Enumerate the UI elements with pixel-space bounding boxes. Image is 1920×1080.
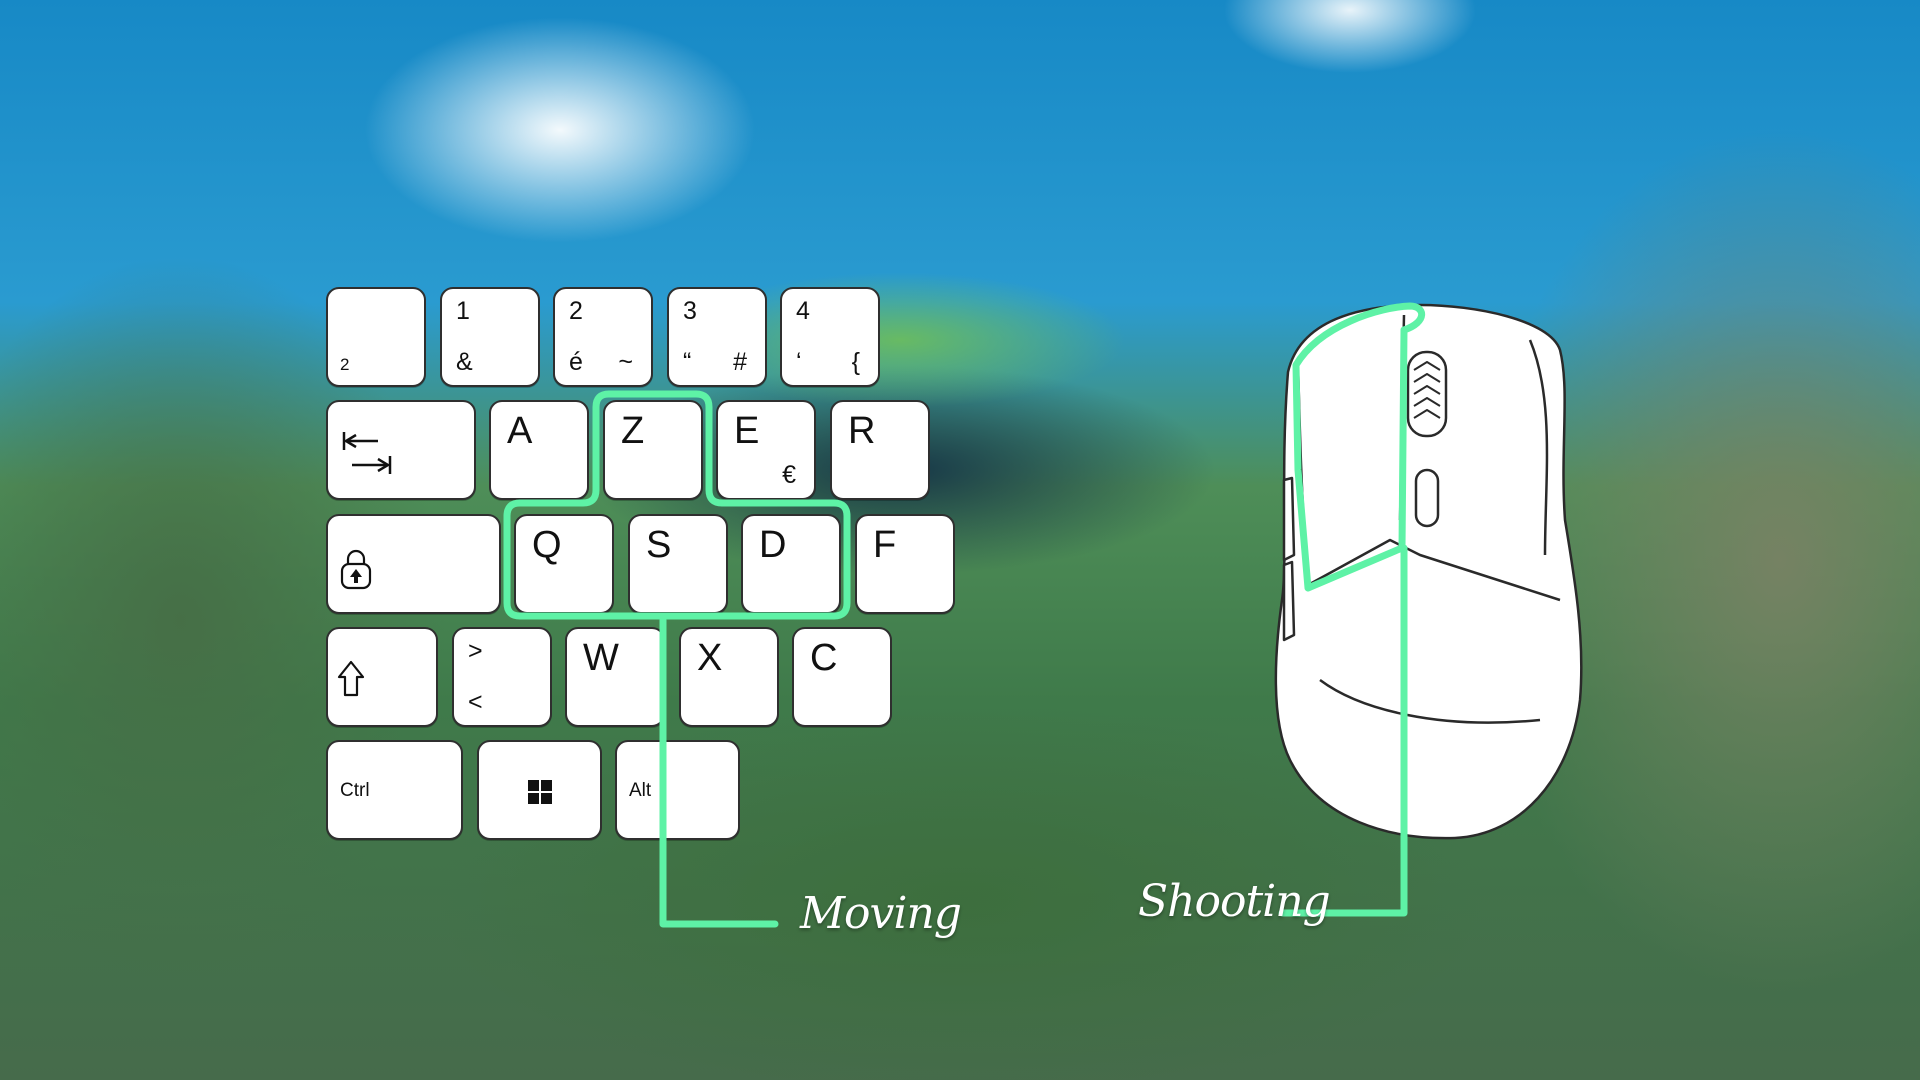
key-f-label: F bbox=[873, 524, 897, 566]
key-4-top: 4 bbox=[796, 297, 810, 325]
moving-label: Moving bbox=[800, 888, 962, 939]
key-2-bottom-left: é bbox=[569, 348, 583, 376]
key-r: R bbox=[830, 400, 930, 500]
key-shift bbox=[326, 627, 438, 727]
key-d: D bbox=[741, 514, 841, 614]
key-squared: 2 bbox=[326, 287, 426, 387]
key-z: Z bbox=[603, 400, 703, 500]
key-ctrl-label: Ctrl bbox=[340, 780, 370, 801]
key-3-bottom-left: “ bbox=[683, 348, 692, 376]
key-z-label: Z bbox=[621, 410, 645, 452]
key-s-label: S bbox=[646, 524, 672, 566]
key-2-bottom-right: ~ bbox=[618, 348, 633, 376]
key-e: E € bbox=[716, 400, 816, 500]
key-1-top: 1 bbox=[456, 297, 470, 325]
key-c: C bbox=[792, 627, 892, 727]
key-tab bbox=[326, 400, 476, 500]
key-4-bottom-left: ‘ bbox=[796, 348, 802, 376]
key-4-bottom-right: { bbox=[851, 348, 860, 376]
key-w: W bbox=[565, 627, 665, 727]
shift-icon bbox=[337, 660, 365, 697]
key-q-label: Q bbox=[532, 524, 562, 566]
key-ctrl: Ctrl bbox=[326, 740, 463, 840]
key-s: S bbox=[628, 514, 728, 614]
key-a: A bbox=[489, 400, 589, 500]
key-r-label: R bbox=[848, 410, 876, 452]
tab-icon bbox=[342, 432, 392, 474]
key-w-label: W bbox=[583, 637, 619, 679]
shooting-label: Shooting bbox=[1138, 876, 1331, 927]
key-2-top: 2 bbox=[569, 297, 583, 325]
key-1-bottom: & bbox=[456, 348, 473, 376]
key-angle-top: > bbox=[468, 637, 483, 665]
windows-icon bbox=[528, 780, 552, 804]
key-3: 3 “ # bbox=[667, 287, 767, 387]
key-c-label: C bbox=[810, 637, 838, 679]
key-angle-bottom: < bbox=[468, 688, 483, 716]
key-windows bbox=[477, 740, 602, 840]
key-x-label: X bbox=[697, 637, 723, 679]
key-f: F bbox=[855, 514, 955, 614]
key-alt-label: Alt bbox=[629, 780, 652, 801]
key-d-label: D bbox=[759, 524, 787, 566]
key-squared-label: 2 bbox=[340, 355, 350, 374]
key-caps-lock bbox=[326, 514, 501, 614]
key-e-alt-label: € bbox=[782, 461, 796, 489]
key-a-label: A bbox=[507, 410, 533, 452]
key-x: X bbox=[679, 627, 779, 727]
key-3-bottom-right: # bbox=[733, 348, 747, 376]
key-alt: Alt bbox=[615, 740, 740, 840]
key-e-label: E bbox=[734, 410, 760, 452]
key-2: 2 é ~ bbox=[553, 287, 653, 387]
key-4: 4 ‘ { bbox=[780, 287, 880, 387]
key-q: Q bbox=[514, 514, 614, 614]
caps-lock-icon bbox=[340, 549, 372, 590]
key-angle-brackets: > < bbox=[452, 627, 552, 727]
key-1: 1 & bbox=[440, 287, 540, 387]
key-3-top: 3 bbox=[683, 297, 697, 325]
